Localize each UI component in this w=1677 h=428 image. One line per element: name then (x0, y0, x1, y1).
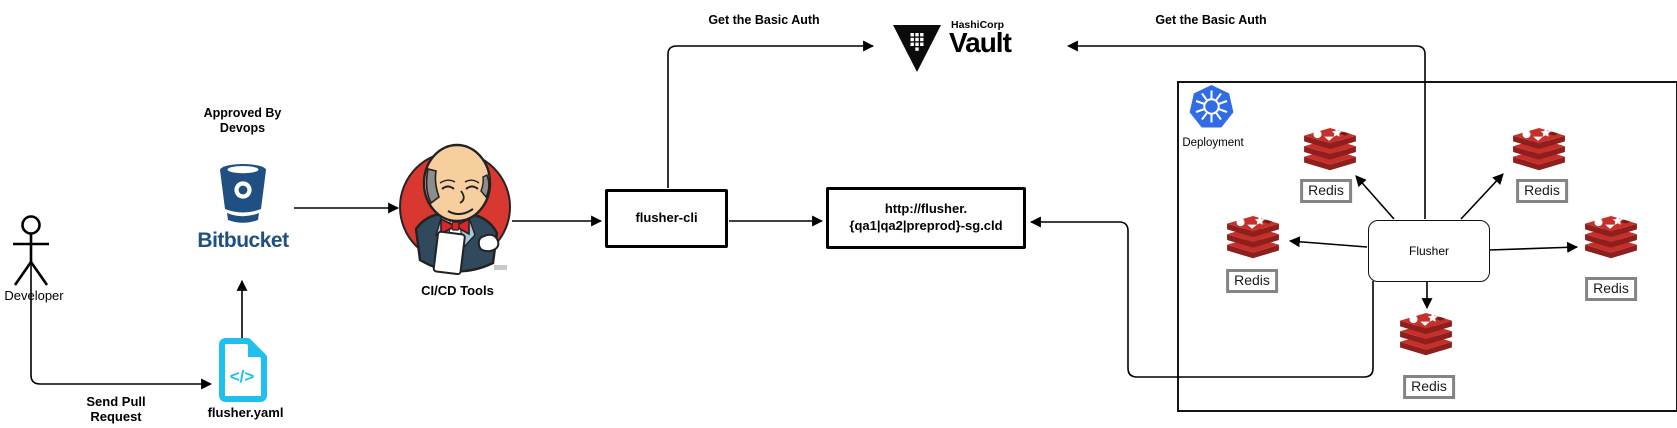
bitbucket-node: Bitbucket (194, 163, 292, 253)
connector-flusher-to-vault (1066, 40, 1426, 219)
endpoint-box: http://flusher. {qa1|qa2|preprod}-sg.cld (826, 187, 1026, 249)
developer-actor (8, 215, 54, 287)
flusher-cli-box: flusher-cli (605, 189, 728, 248)
send-pull-request-label: Send Pull Request (86, 394, 146, 425)
redis-node-topleft (1301, 127, 1359, 175)
svg-text:</>: </> (230, 367, 255, 386)
get-basic-auth-right-label: Get the Basic Auth (1155, 13, 1267, 27)
flusher-yaml-label: flusher.yaml (207, 405, 284, 420)
connector-flusher-to-redis-topleft (1355, 175, 1395, 220)
connector-developer-to-yaml (30, 262, 213, 390)
redis-label-left: Redis (1226, 269, 1278, 293)
flusher-yaml-node: </> (217, 338, 267, 402)
redis-icon (1397, 312, 1455, 360)
redis-label-topleft: Redis (1300, 179, 1352, 203)
redis-icon (1510, 127, 1568, 175)
redis-node-right (1582, 215, 1640, 263)
flusher-service-label: Flusher (1408, 244, 1449, 258)
redis-label-right: Redis (1585, 277, 1637, 301)
vault-icon (893, 25, 941, 72)
redis-label-topright: Redis (1516, 179, 1568, 203)
code-file-icon: </> (219, 338, 267, 402)
deployment-label: Deployment (1182, 137, 1244, 149)
hashicorp-label: HashiCorp (951, 19, 1005, 31)
connector-flusher-to-endpoint (1029, 216, 1374, 378)
connector-flushercli-to-vault (667, 40, 875, 188)
bitbucket-wordmark: Bitbucket (197, 229, 289, 252)
redis-node-left (1224, 215, 1282, 263)
bitbucket-icon (220, 164, 266, 223)
vault-node (893, 25, 941, 72)
vault-wordmark: Vault (949, 27, 1012, 58)
developer-stick-figure-icon (13, 215, 49, 286)
endpoint-url-line2: {qa1|qa2|preprod}-sg.cld (849, 218, 1003, 233)
kubernetes-icon (1189, 85, 1234, 128)
developer-label: Developer (4, 288, 64, 303)
redis-icon (1301, 127, 1359, 175)
connector-flusher-to-redis-right (1488, 241, 1579, 253)
flusher-service-box: Flusher (1368, 220, 1490, 282)
connector-flusher-to-redis-left (1288, 236, 1368, 248)
jenkins-node (398, 131, 512, 275)
redis-icon (1224, 215, 1282, 263)
approved-by-devops-label: Approved By Devops (203, 106, 282, 135)
flusher-cli-label: flusher-cli (635, 210, 698, 226)
connector-flusher-to-redis-topright (1460, 173, 1504, 220)
cicd-tools-label: CI/CD Tools (421, 283, 494, 298)
kubernetes-node (1189, 84, 1234, 130)
redis-node-topright (1510, 127, 1568, 175)
get-basic-auth-left-label: Get the Basic Auth (708, 13, 820, 27)
endpoint-url-line1: http://flusher. (884, 201, 968, 217)
redis-icon (1582, 215, 1640, 263)
redis-label-bottom: Redis (1403, 375, 1455, 399)
jenkins-butler-icon (399, 143, 511, 275)
redis-node-bottom (1397, 312, 1455, 360)
